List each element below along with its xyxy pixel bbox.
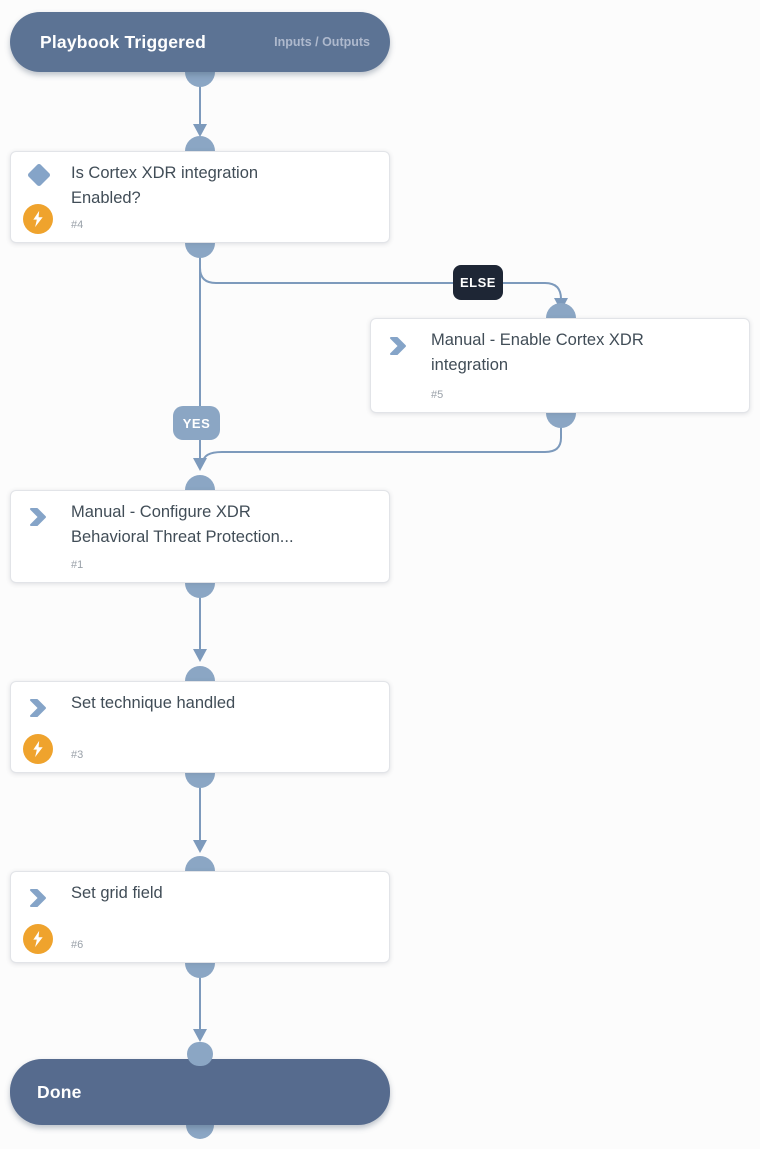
connector-node xyxy=(187,1042,213,1066)
task-card-1[interactable]: Manual - Configure XDR Behavioral Threat… xyxy=(10,490,390,583)
task-title-line: integration xyxy=(431,356,509,374)
task-title: Is Cortex XDR integration Enabled? xyxy=(71,161,379,211)
arrow-down-icon xyxy=(193,840,207,853)
task-number: #6 xyxy=(71,939,84,951)
task-title: Set grid field xyxy=(71,881,379,906)
automation-bolt-icon xyxy=(23,924,53,954)
arrow-down-icon xyxy=(193,649,207,662)
task-title: Manual - Enable Cortex XDR integration xyxy=(431,328,739,378)
branch-label-text: YES xyxy=(182,415,211,431)
task-title-line: Manual - Configure XDR xyxy=(71,503,251,521)
task-chevron-icon xyxy=(30,699,46,717)
task-title-line: Is Cortex XDR integration xyxy=(71,164,259,182)
task-chevron-icon xyxy=(30,889,46,907)
task-title-line: Manual - Enable Cortex XDR xyxy=(431,331,644,349)
task-title: Manual - Configure XDR Behavioral Threat… xyxy=(71,500,379,550)
task-card-6[interactable]: Set grid field #6 xyxy=(10,871,390,963)
playbook-triggered-node[interactable]: Playbook Triggered Inputs / Outputs xyxy=(10,12,390,72)
inputs-outputs-link[interactable]: Inputs / Outputs xyxy=(274,35,370,49)
arrow-down-icon xyxy=(193,458,207,471)
task-card-3[interactable]: Set technique handled #3 xyxy=(10,681,390,773)
automation-bolt-icon xyxy=(23,734,53,764)
branch-label-else: ELSE xyxy=(453,265,503,300)
playbook-triggered-title: Playbook Triggered xyxy=(40,31,207,52)
else-branch-line xyxy=(199,252,562,300)
automation-bolt-icon xyxy=(23,204,53,234)
task-number: #4 xyxy=(71,219,84,231)
task-card-5[interactable]: Manual - Enable Cortex XDR integration #… xyxy=(370,318,750,413)
else-merge-line xyxy=(202,413,562,464)
task-title-line: Behavioral Threat Protection... xyxy=(71,528,294,546)
task-number: #3 xyxy=(71,749,84,761)
task-chevron-icon xyxy=(30,508,46,526)
done-title: Done xyxy=(37,1081,82,1102)
task-title-line: Set grid field xyxy=(71,884,163,902)
done-node[interactable]: Done xyxy=(10,1059,390,1125)
task-title-line: Enabled? xyxy=(71,189,141,207)
task-card-4[interactable]: Is Cortex XDR integration Enabled? #4 xyxy=(10,151,390,243)
branch-label-yes: YES xyxy=(173,406,220,440)
task-title: Set technique handled xyxy=(71,691,379,716)
task-number: #1 xyxy=(71,559,84,571)
arrow-down-icon xyxy=(193,1029,207,1042)
task-chevron-icon xyxy=(390,337,406,355)
task-title-line: Set technique handled xyxy=(71,694,236,712)
condition-diamond-icon xyxy=(28,164,50,186)
branch-label-text: ELSE xyxy=(460,275,496,290)
task-number: #5 xyxy=(431,389,444,401)
arrow-down-icon xyxy=(193,124,207,137)
flow-arrowheads xyxy=(193,124,568,1042)
